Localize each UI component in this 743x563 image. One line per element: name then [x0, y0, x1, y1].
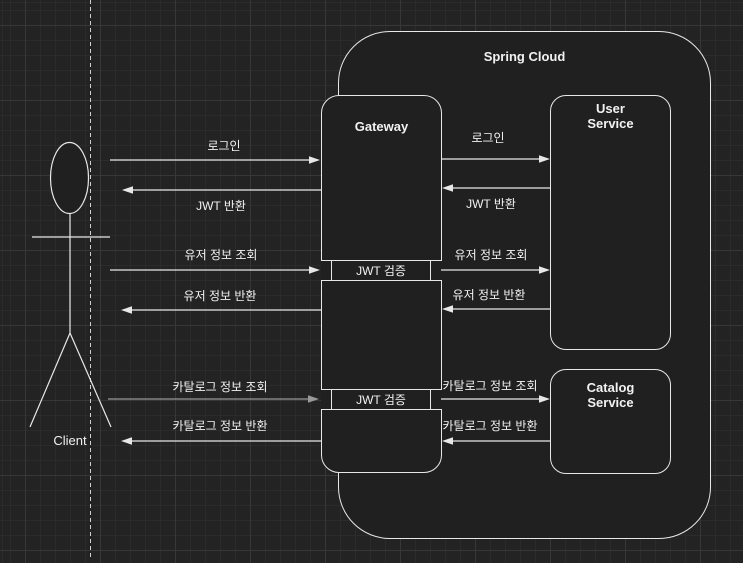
arrow-client-catalog-return	[121, 437, 321, 445]
label-internal-jwt-return: JWT 반환	[466, 197, 516, 211]
label-client-user-info-request: 유저 정보 조회	[184, 248, 258, 262]
gateway-title: Gateway	[354, 119, 409, 134]
jwt-verify-label-1: JWT 검증	[331, 261, 431, 280]
arrow-client-jwt-return	[122, 186, 321, 194]
spring-cloud-title: Spring Cloud	[483, 49, 566, 64]
label-client-login-request: 로그인	[207, 139, 241, 153]
label-client-catalog-request: 카탈로그 정보 조회	[172, 380, 268, 394]
actor-leg-left	[29, 332, 71, 428]
label-internal-catalog-request: 카탈로그 정보 조회	[442, 379, 538, 393]
actor-leg-right	[69, 332, 112, 428]
label-internal-login-request: 로그인	[471, 131, 505, 145]
label-internal-user-info-request: 유저 정보 조회	[454, 248, 528, 262]
jwt-verify-band-1: JWT 검증	[321, 260, 442, 281]
user-service-title: User Service	[587, 101, 634, 131]
client-caption: Client	[53, 433, 87, 448]
label-client-catalog-return: 카탈로그 정보 반환	[172, 419, 268, 433]
catalog-service-box: Catalog Service	[550, 369, 671, 474]
catalog-service-title: Catalog Service	[586, 380, 635, 410]
arrow-client-login-request	[110, 156, 320, 164]
gateway-box: Gateway	[321, 95, 442, 473]
arrow-client-catalog-request	[108, 395, 319, 403]
arrow-client-user-info-request	[110, 266, 320, 274]
arrow-client-user-info-return	[121, 306, 321, 314]
actor-head	[49, 141, 90, 215]
user-service-box: User Service	[550, 95, 671, 350]
label-client-user-info-return: 유저 정보 반환	[183, 289, 257, 303]
label-internal-user-info-return: 유저 정보 반환	[452, 288, 526, 302]
jwt-verify-label-2: JWT 검증	[331, 390, 431, 409]
jwt-verify-band-2: JWT 검증	[321, 389, 442, 410]
label-internal-catalog-return: 카탈로그 정보 반환	[442, 419, 538, 433]
label-client-jwt-return: JWT 반환	[196, 199, 246, 213]
client-actor-figure	[29, 141, 112, 428]
